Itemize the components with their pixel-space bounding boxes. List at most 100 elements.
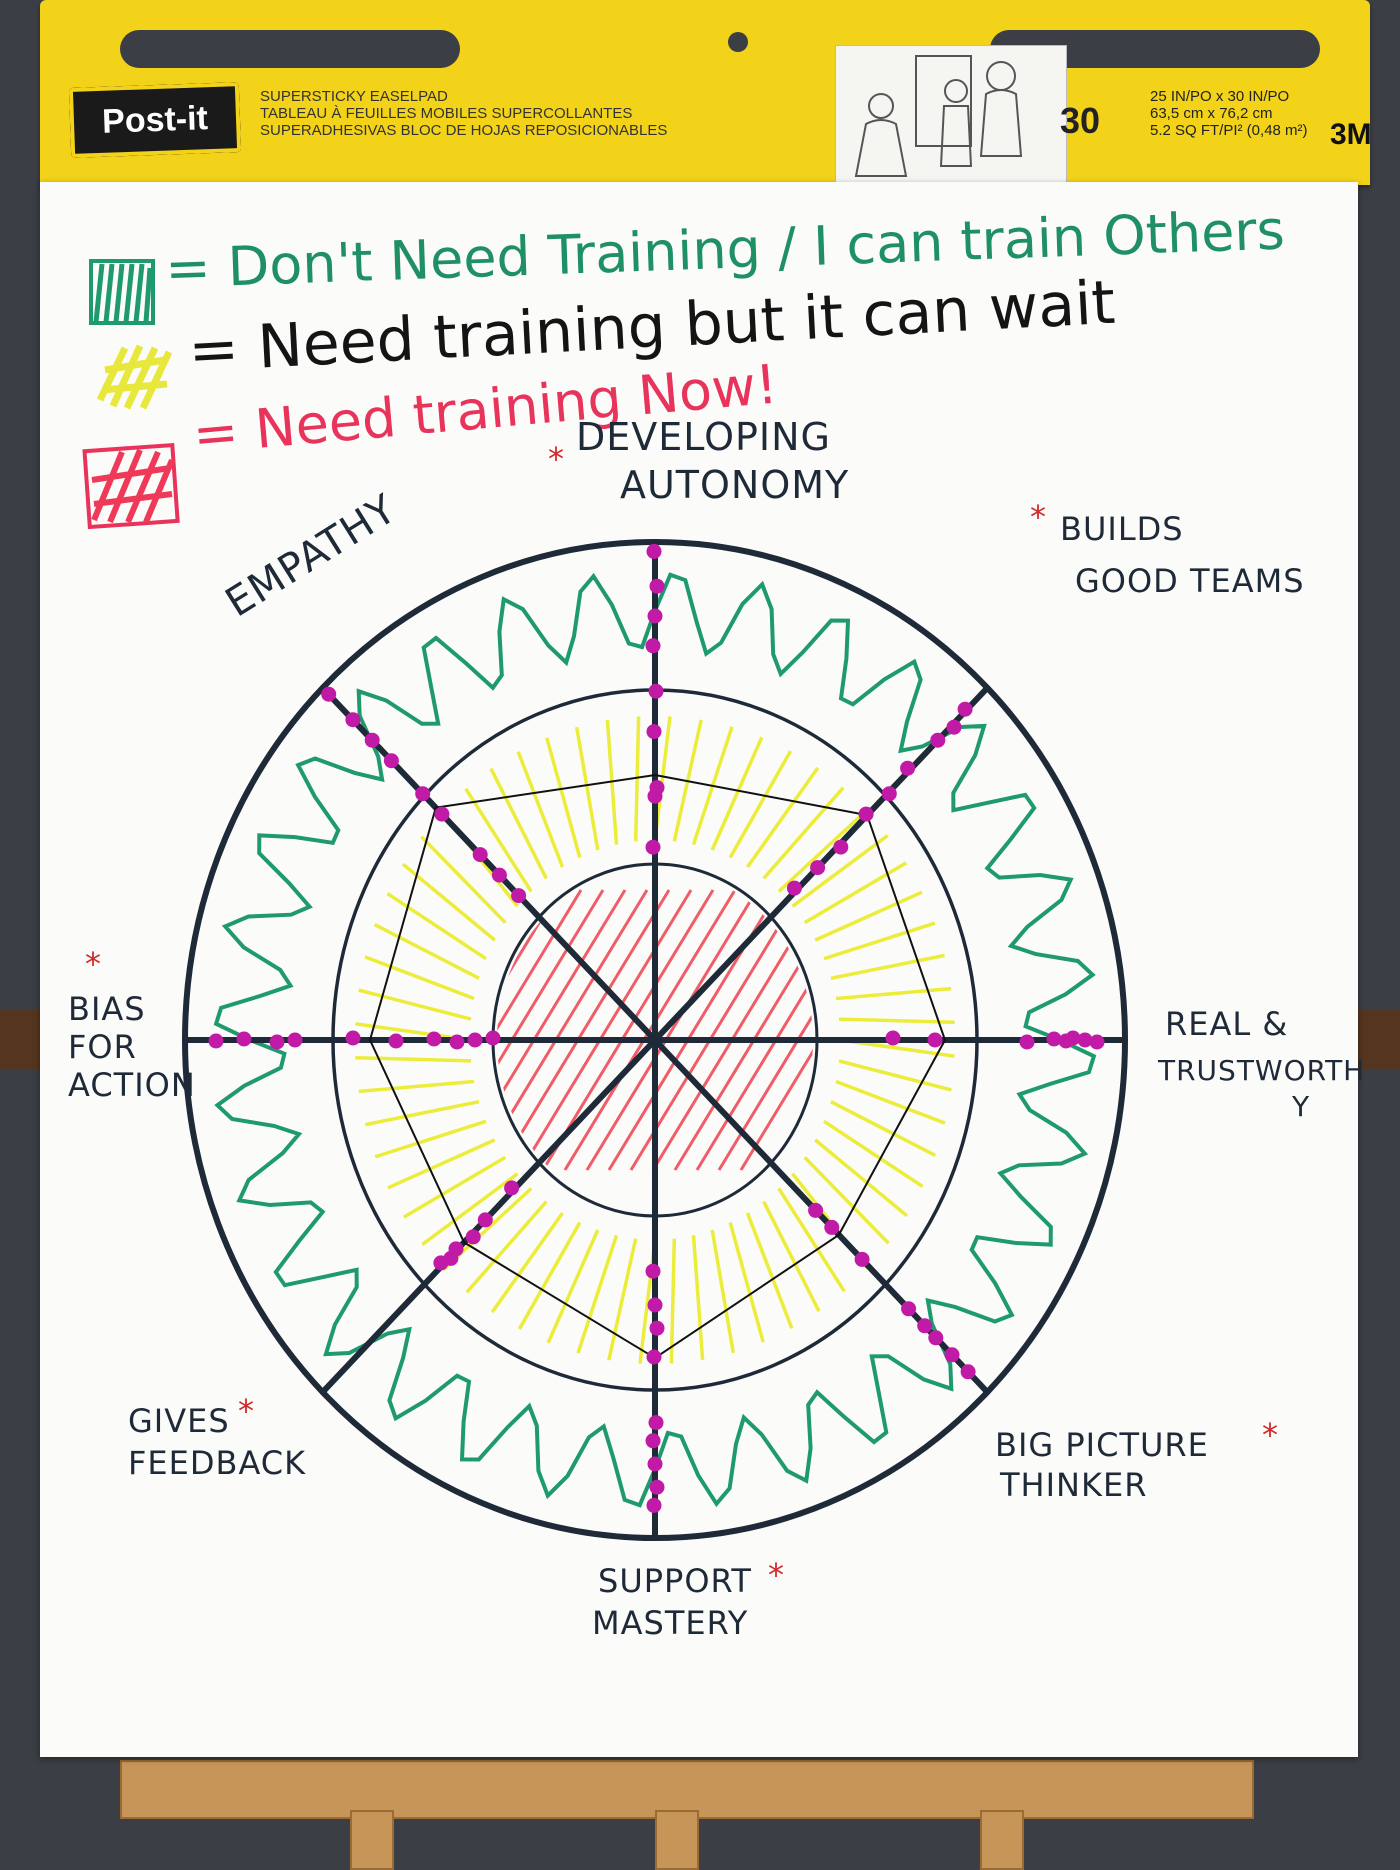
magenta-dot bbox=[786, 880, 802, 896]
magenta-dot bbox=[649, 1320, 665, 1336]
pad-line-1: SUPERSTICKY EASELPAD bbox=[260, 88, 448, 105]
magenta-dot bbox=[858, 806, 874, 822]
magenta-dot bbox=[900, 760, 916, 776]
label-builds-good-teams-line2: GOOD TEAMS bbox=[1075, 562, 1305, 600]
pad-dim-1: 25 IN/PO x 30 IN/PO bbox=[1150, 88, 1290, 105]
magenta-dot bbox=[901, 1301, 917, 1317]
magenta-dot bbox=[645, 839, 661, 855]
magenta-dot bbox=[648, 1415, 664, 1431]
easel-pad-header: Post-it SUPERSTICKY EASELPAD TABLEAU À F… bbox=[40, 0, 1372, 187]
magenta-dot bbox=[511, 888, 527, 904]
magenta-dot bbox=[433, 1255, 449, 1271]
magenta-dot bbox=[810, 860, 826, 876]
label-real-trustworthy-line3: Y bbox=[1292, 1090, 1311, 1123]
red-hatching bbox=[497, 889, 813, 1171]
magenta-dot bbox=[321, 686, 337, 702]
magenta-dot bbox=[465, 1229, 481, 1245]
magenta-dot bbox=[647, 1297, 663, 1313]
magenta-dot bbox=[885, 1030, 901, 1046]
magenta-dot bbox=[824, 1219, 840, 1235]
magenta-dot bbox=[917, 1318, 933, 1334]
magenta-dot bbox=[485, 1030, 501, 1046]
magenta-dot bbox=[287, 1032, 303, 1048]
star-gives-feedback: * bbox=[238, 1392, 254, 1430]
pad-dim-3: 5.2 SQ FT/PI² (0,48 m²) bbox=[1150, 122, 1308, 139]
magenta-dot bbox=[383, 753, 399, 769]
label-developing-autonomy-line1: DEVELOPING bbox=[576, 415, 831, 459]
pad-line-2: TABLEAU À FEUILLES MOBILES SUPERCOLLANTE… bbox=[260, 105, 633, 122]
handle-slot-left bbox=[120, 30, 460, 68]
green-swatch bbox=[89, 259, 155, 325]
magenta-dot bbox=[449, 1034, 465, 1050]
magenta-dot bbox=[646, 543, 662, 559]
magenta-dot bbox=[1077, 1032, 1093, 1048]
pad-description: SUPERSTICKY EASELPAD TABLEAU À FEUILLES … bbox=[260, 88, 667, 139]
magenta-dot bbox=[648, 683, 664, 699]
magenta-dot bbox=[647, 1456, 663, 1472]
magenta-dot bbox=[1046, 1031, 1062, 1047]
magenta-dot bbox=[472, 847, 488, 863]
magenta-dot bbox=[415, 786, 431, 802]
magenta-dot bbox=[645, 1263, 661, 1279]
label-gives-feedback-line2: FEEDBACK bbox=[128, 1444, 307, 1482]
magenta-dot bbox=[236, 1031, 252, 1047]
magenta-dot bbox=[649, 1479, 665, 1495]
magenta-dot bbox=[647, 608, 663, 624]
3m-logo: 3M bbox=[1330, 118, 1372, 151]
magenta-dot bbox=[649, 578, 665, 594]
magenta-dot bbox=[646, 1349, 662, 1365]
pad-line-3: SUPERADHESIVAS BLOC DE HOJAS REPOSICIONA… bbox=[260, 122, 668, 139]
flip-chart-sheet bbox=[40, 182, 1358, 1757]
magenta-dot bbox=[946, 719, 962, 735]
magenta-dot bbox=[646, 1497, 662, 1513]
magenta-dot bbox=[426, 1031, 442, 1047]
magenta-dot bbox=[960, 1364, 976, 1380]
magenta-dot bbox=[345, 712, 361, 728]
star-support-mastery: * bbox=[768, 1556, 784, 1594]
magenta-dot bbox=[646, 724, 662, 740]
label-gives-feedback-line1: GIVES bbox=[128, 1402, 230, 1440]
label-builds-good-teams-line1: BUILDS bbox=[1060, 510, 1184, 548]
magenta-dot bbox=[930, 732, 946, 748]
magenta-dot bbox=[269, 1034, 285, 1050]
pad-dimensions: 25 IN/PO x 30 IN/PO 63,5 cm x 76,2 cm 5.… bbox=[1150, 88, 1308, 139]
magenta-dot bbox=[1065, 1030, 1081, 1046]
magenta-dot bbox=[927, 1032, 943, 1048]
yellow-swatch bbox=[96, 344, 173, 410]
magenta-dot bbox=[833, 839, 849, 855]
sheet-count: 30 bbox=[1060, 100, 1101, 141]
magenta-dot bbox=[388, 1033, 404, 1049]
label-support-mastery-line1: SUPPORT bbox=[598, 1562, 752, 1600]
red-swatch bbox=[82, 442, 180, 530]
label-real-trustworthy-line1: REAL & bbox=[1165, 1005, 1289, 1043]
label-real-trustworthy-line2: TRUSTWORTH bbox=[1158, 1054, 1366, 1087]
label-big-picture-line1: BIG PICTURE bbox=[995, 1426, 1209, 1464]
magenta-dot bbox=[1089, 1034, 1105, 1050]
magenta-dot bbox=[208, 1033, 224, 1049]
hang-hole bbox=[728, 32, 748, 52]
label-bias-for-action-line2: FOR bbox=[68, 1028, 137, 1066]
magenta-dot bbox=[881, 786, 897, 802]
magenta-dot bbox=[854, 1251, 870, 1267]
magenta-dot bbox=[504, 1180, 520, 1196]
pad-dim-2: 63,5 cm x 76,2 cm bbox=[1150, 105, 1273, 122]
label-support-mastery-line2: MASTERY bbox=[592, 1604, 749, 1642]
magenta-dot bbox=[477, 1212, 493, 1228]
magenta-dot bbox=[345, 1030, 361, 1046]
label-big-picture-line2: THINKER bbox=[1000, 1466, 1148, 1504]
spoke-empathy bbox=[319, 684, 658, 1043]
magenta-dot bbox=[645, 638, 661, 654]
easel-tray bbox=[120, 1760, 1254, 1819]
magenta-dot bbox=[944, 1347, 960, 1363]
magenta-dot bbox=[928, 1330, 944, 1346]
label-developing-autonomy-line2: AUTONOMY bbox=[620, 463, 850, 507]
magenta-dot bbox=[1019, 1034, 1035, 1050]
label-bias-for-action-line3: ACTION bbox=[68, 1066, 196, 1104]
magenta-dot bbox=[434, 806, 450, 822]
label-bias-for-action-line1: BIAS bbox=[68, 990, 146, 1028]
magenta-dot bbox=[957, 701, 973, 717]
magenta-dot bbox=[645, 1433, 661, 1449]
star-bias-for-action: * bbox=[85, 945, 101, 983]
star-big-picture: * bbox=[1262, 1416, 1278, 1454]
